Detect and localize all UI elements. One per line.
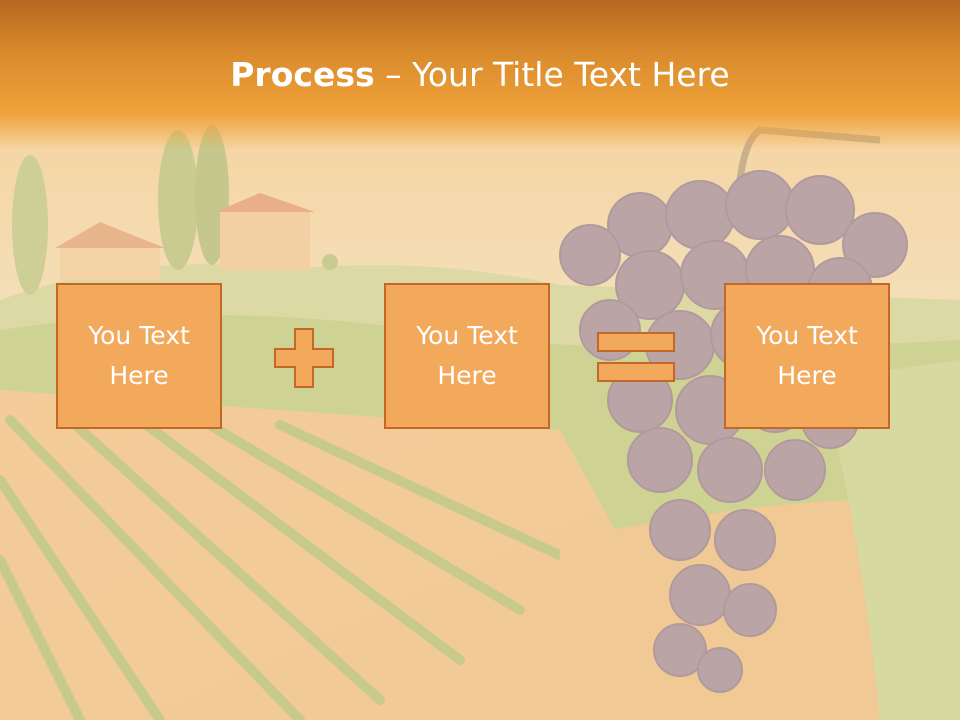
slide-title: Process – Your Title Text Here xyxy=(0,52,960,98)
title-bar xyxy=(0,0,960,150)
title-bold: Process xyxy=(230,55,375,94)
plus-icon xyxy=(274,328,334,388)
equals-icon xyxy=(597,332,675,382)
process-box-1-text: You Text Here xyxy=(88,321,190,390)
title-rest: – Your Title Text Here xyxy=(374,55,730,94)
process-box-3-text: You Text Here xyxy=(756,321,858,390)
process-box-1[interactable]: You Text Here xyxy=(56,283,222,429)
process-box-3[interactable]: You Text Here xyxy=(724,283,890,429)
process-box-2[interactable]: You Text Here xyxy=(384,283,550,429)
process-box-2-text: You Text Here xyxy=(416,321,518,390)
